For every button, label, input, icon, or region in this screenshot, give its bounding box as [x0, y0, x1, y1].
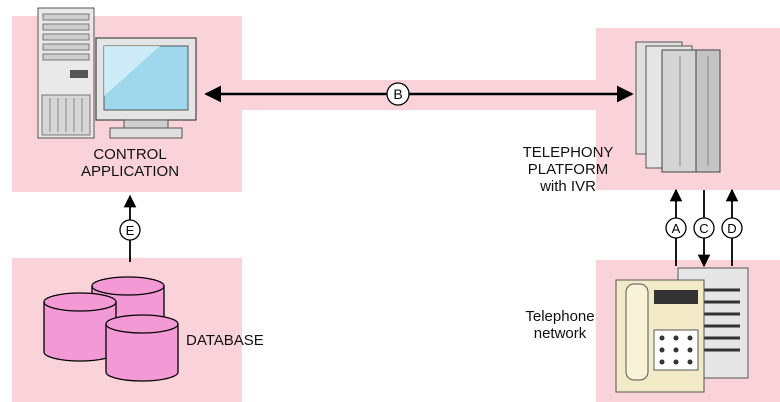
database-label: DATABASE — [186, 332, 264, 349]
control-app-label-line1: CONTROL — [93, 146, 167, 163]
telephony-label-line2: PLATFORM — [527, 161, 609, 178]
telephony-label-line1: TELEPHONY — [522, 144, 614, 161]
link-d-badge — [721, 217, 743, 239]
link-a-label: A — [672, 221, 681, 236]
telephone-network-label-line2: network — [533, 325, 587, 342]
computer-icon — [37, 7, 197, 139]
link-e-label: E — [126, 223, 135, 238]
telephone-network-label-line1: Telephone — [525, 308, 595, 325]
link-a-badge — [665, 217, 687, 239]
link-c-label: C — [699, 221, 708, 236]
telephone-network-label: Telephone network — [500, 308, 620, 342]
telephony-label-line3: with IVR — [540, 178, 596, 195]
control-app-label-line2: APPLICATION — [80, 163, 180, 180]
link-c-badge — [693, 217, 715, 239]
telephone-icon — [615, 267, 749, 393]
control-app-label: CONTROL APPLICATION — [40, 146, 220, 180]
server-rack-icon — [635, 41, 721, 173]
database-icon — [43, 276, 179, 382]
link-b-label: B — [393, 86, 402, 102]
link-b-badge — [386, 82, 410, 106]
link-d-label: D — [727, 221, 736, 236]
link-e-badge — [119, 219, 141, 241]
telephony-label: TELEPHONY PLATFORM with IVR — [488, 144, 648, 195]
